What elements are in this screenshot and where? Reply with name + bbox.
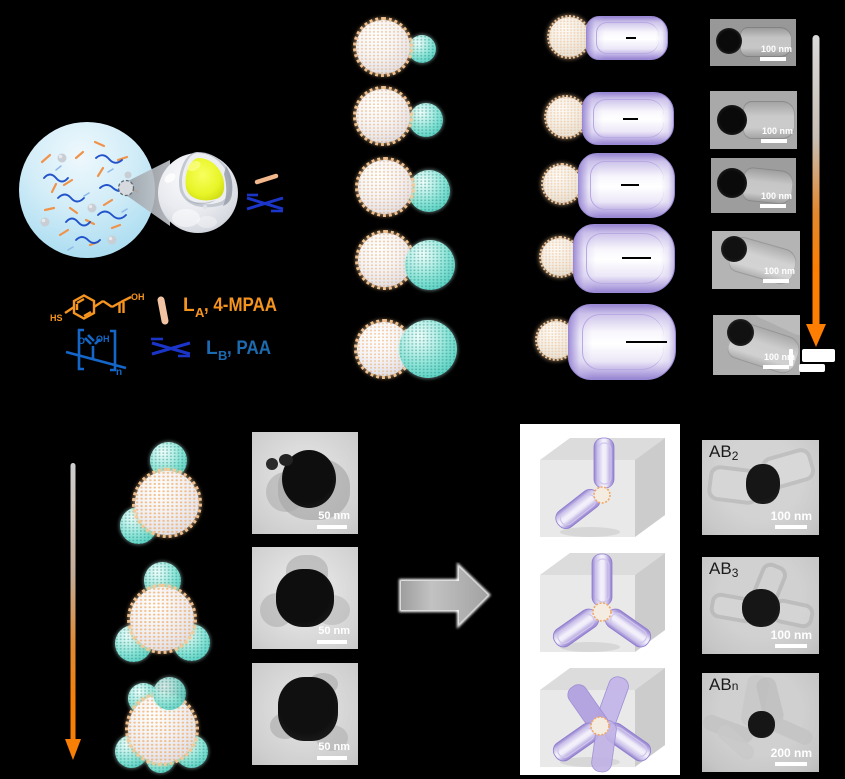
svg-text:A: A: [195, 305, 205, 320]
svg-text:O: O: [78, 336, 85, 346]
svg-text:HS: HS: [50, 313, 63, 323]
svg-text:, PAA: , PAA: [227, 338, 271, 359]
svg-text:OH: OH: [131, 292, 145, 302]
svg-text:L: L: [183, 295, 195, 316]
svg-text:OH: OH: [96, 334, 110, 344]
svg-text:, 4-MPAA: , 4-MPAA: [204, 295, 277, 316]
svg-text:L: L: [206, 338, 218, 359]
svg-text:n: n: [116, 367, 122, 378]
svg-text:B: B: [218, 348, 227, 363]
